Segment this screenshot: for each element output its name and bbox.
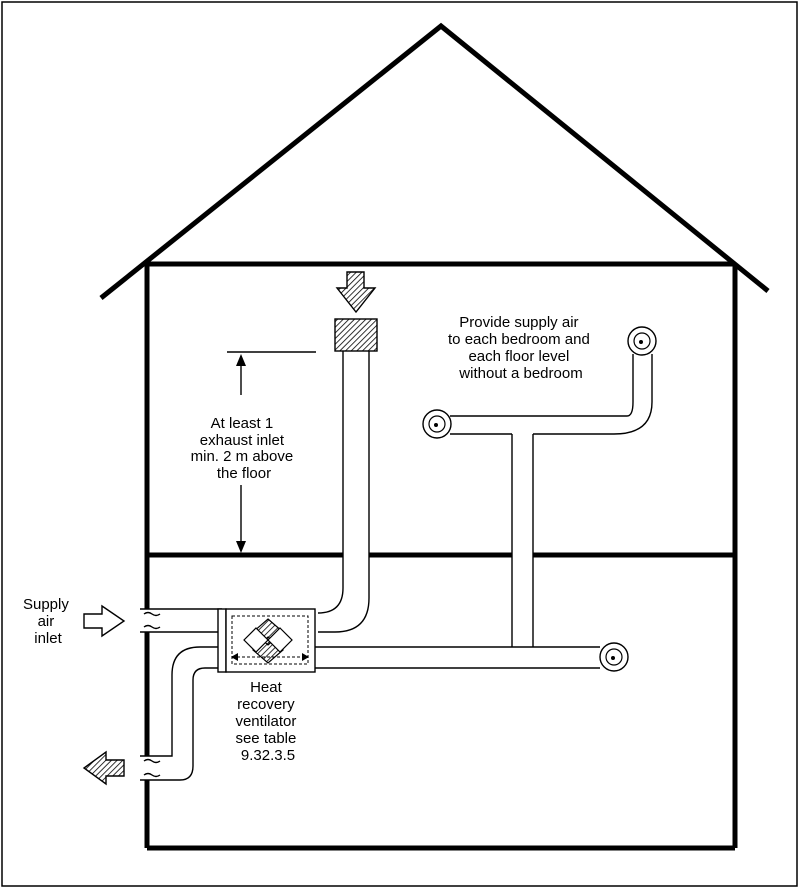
exhaust-grille bbox=[334, 318, 378, 352]
wall-break-marks bbox=[143, 611, 161, 630]
supply-outlet bbox=[627, 326, 657, 356]
supply-inlet-arrow-icon bbox=[83, 604, 126, 638]
supply-inlet-label: Supply air inlet bbox=[23, 596, 73, 647]
exhaust-outlet-arrow-icon bbox=[82, 750, 125, 786]
supply-outlet bbox=[422, 409, 452, 439]
hrv-label: Heat recovery ventilator see table 9.32.… bbox=[235, 679, 300, 764]
exhaust-arrow-icon bbox=[335, 271, 377, 314]
supply-outlet bbox=[599, 642, 629, 672]
roof-outline bbox=[99, 22, 770, 300]
exhaust-duct bbox=[317, 351, 370, 633]
wall-break-marks bbox=[143, 758, 161, 778]
supply-duct-network bbox=[315, 354, 653, 669]
heat-recovery-ventilator bbox=[217, 608, 316, 673]
height-dimension bbox=[227, 351, 316, 553]
exhaust-outdoor-duct bbox=[140, 646, 222, 781]
outdoor-supply-duct bbox=[140, 608, 222, 633]
supply-note-label: Provide supply air to each bedroom and e… bbox=[448, 314, 594, 382]
exhaust-note-label: At least 1 exhaust inlet min. 2 m above … bbox=[191, 415, 298, 482]
heat-exchanger-core-icon bbox=[243, 618, 293, 664]
